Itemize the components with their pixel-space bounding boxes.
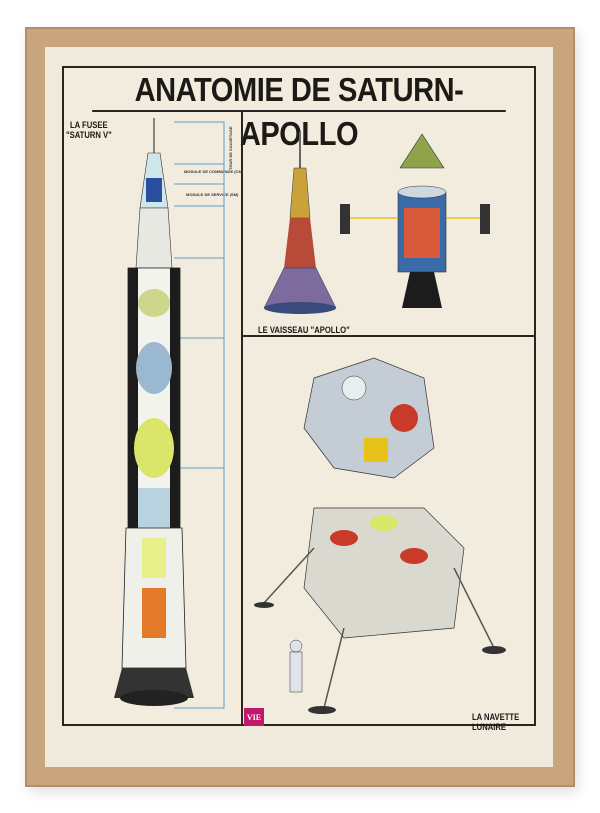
saturn-heading-line1: LA FUSEE [70, 120, 108, 130]
module-brackets [174, 121, 225, 709]
lunar-module-descent-stage [254, 507, 506, 714]
module-label-command: MODULE DE COMMANDE (CM) [184, 169, 244, 174]
saturn-v-rocket [114, 118, 194, 706]
panel-divider-vertical [241, 112, 243, 726]
saturn-heading-line2: "SATURN V" [66, 130, 112, 140]
lunar-module-heading: LA NAVETTE LUNAIRE [472, 712, 520, 732]
illustrations [114, 118, 506, 714]
lunar-module-ascent-stage [303, 357, 435, 479]
apollo-heading: LE VAISSEAU "APOLLO" [258, 325, 350, 335]
module-label-service: MODULE DE SERVICE (SM) [186, 192, 239, 197]
panel-divider-horizontal [243, 335, 536, 337]
science-vie-logo: VIE [244, 708, 264, 726]
apollo-stack [263, 132, 337, 314]
poster: ANATOMIE DE SATURN-APOLLO LA FUSEE "SATU… [62, 66, 536, 732]
command-service-module [340, 133, 490, 308]
astronaut-figure [289, 639, 303, 693]
